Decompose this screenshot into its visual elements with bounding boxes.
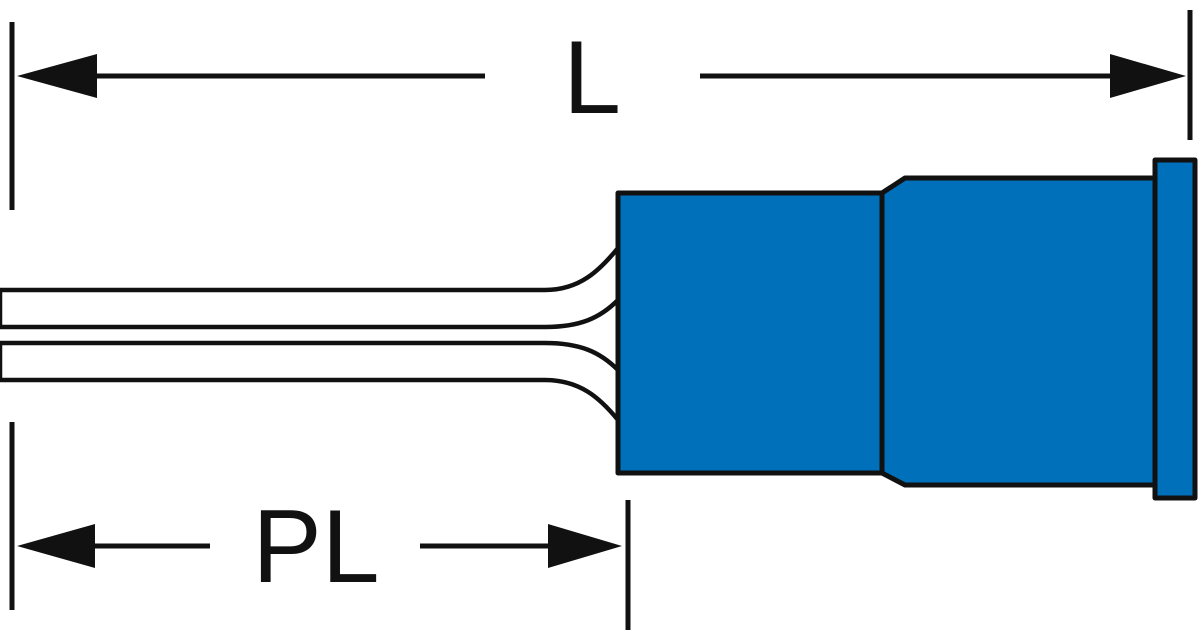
overall-length-arrow-left-icon: [17, 54, 97, 98]
insulated-barrel: [615, 157, 1198, 501]
overall-length-arrow-right-icon: [1110, 54, 1186, 98]
overall-length-dimension: L: [9, 10, 1193, 210]
pin-tine-upper: [0, 245, 621, 330]
pin-length-arrow-right-icon: [548, 524, 622, 568]
pin-length-dimension: PL: [9, 422, 631, 630]
pin: [0, 245, 621, 423]
barrel-rear-section: [879, 175, 1161, 488]
overall-length-label: L: [563, 20, 621, 136]
barrel-end-flange: [1152, 157, 1198, 501]
pin-tine-lower: [0, 340, 621, 423]
pin-length-label: PL: [252, 489, 379, 605]
barrel-front-section: [615, 190, 885, 476]
pin-length-arrow-left-icon: [17, 524, 95, 568]
